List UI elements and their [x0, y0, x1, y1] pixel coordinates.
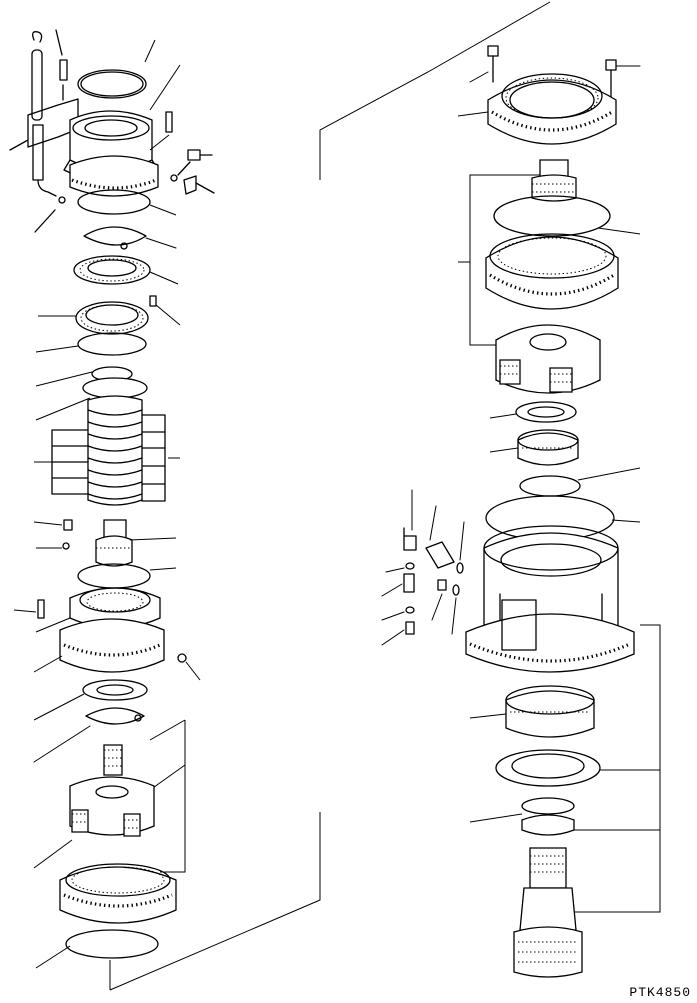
seal-ring-right — [496, 750, 600, 786]
thrust-plate — [34, 680, 147, 720]
seal — [74, 256, 178, 284]
left-column-assembly — [10, 30, 214, 968]
stacked-disc-pack — [34, 378, 165, 505]
o-ring-3 — [78, 333, 146, 355]
sun-gear — [34, 520, 176, 566]
sun-pinion — [104, 745, 122, 775]
connector-lines — [110, 2, 660, 990]
bolt-right — [606, 60, 640, 100]
bearing-cage — [458, 74, 616, 144]
o-ring-bottom — [66, 930, 158, 958]
o-ring-2 — [78, 190, 150, 214]
bearing-lower — [470, 686, 594, 737]
fittings — [382, 490, 464, 645]
snap-ring-2 — [34, 708, 144, 762]
o-ring-right-1 — [494, 196, 610, 236]
o-ring-top — [78, 70, 146, 98]
planet-carrier-right — [496, 325, 600, 393]
cover-plate — [64, 65, 180, 181]
output-shaft — [514, 848, 582, 977]
small-bearing — [470, 798, 574, 835]
elbow-fitting — [171, 150, 214, 194]
bearing-right — [490, 402, 576, 422]
drawing-code: PTK4850 — [629, 985, 691, 1000]
o-ring-right-2 — [520, 476, 580, 496]
flange — [34, 619, 200, 680]
housing — [466, 526, 634, 672]
dipstick-pipe-assembly — [10, 30, 78, 232]
roller-bearing — [490, 430, 578, 465]
bearing — [38, 296, 180, 334]
snap-ring — [84, 227, 176, 249]
ring-gear — [34, 840, 176, 923]
ring-gear-right — [486, 234, 618, 309]
right-column-assembly — [382, 46, 640, 977]
gear — [532, 160, 576, 201]
o-ring-4 — [78, 564, 150, 588]
planet-carrier — [70, 777, 154, 836]
bolt-left — [470, 46, 498, 82]
